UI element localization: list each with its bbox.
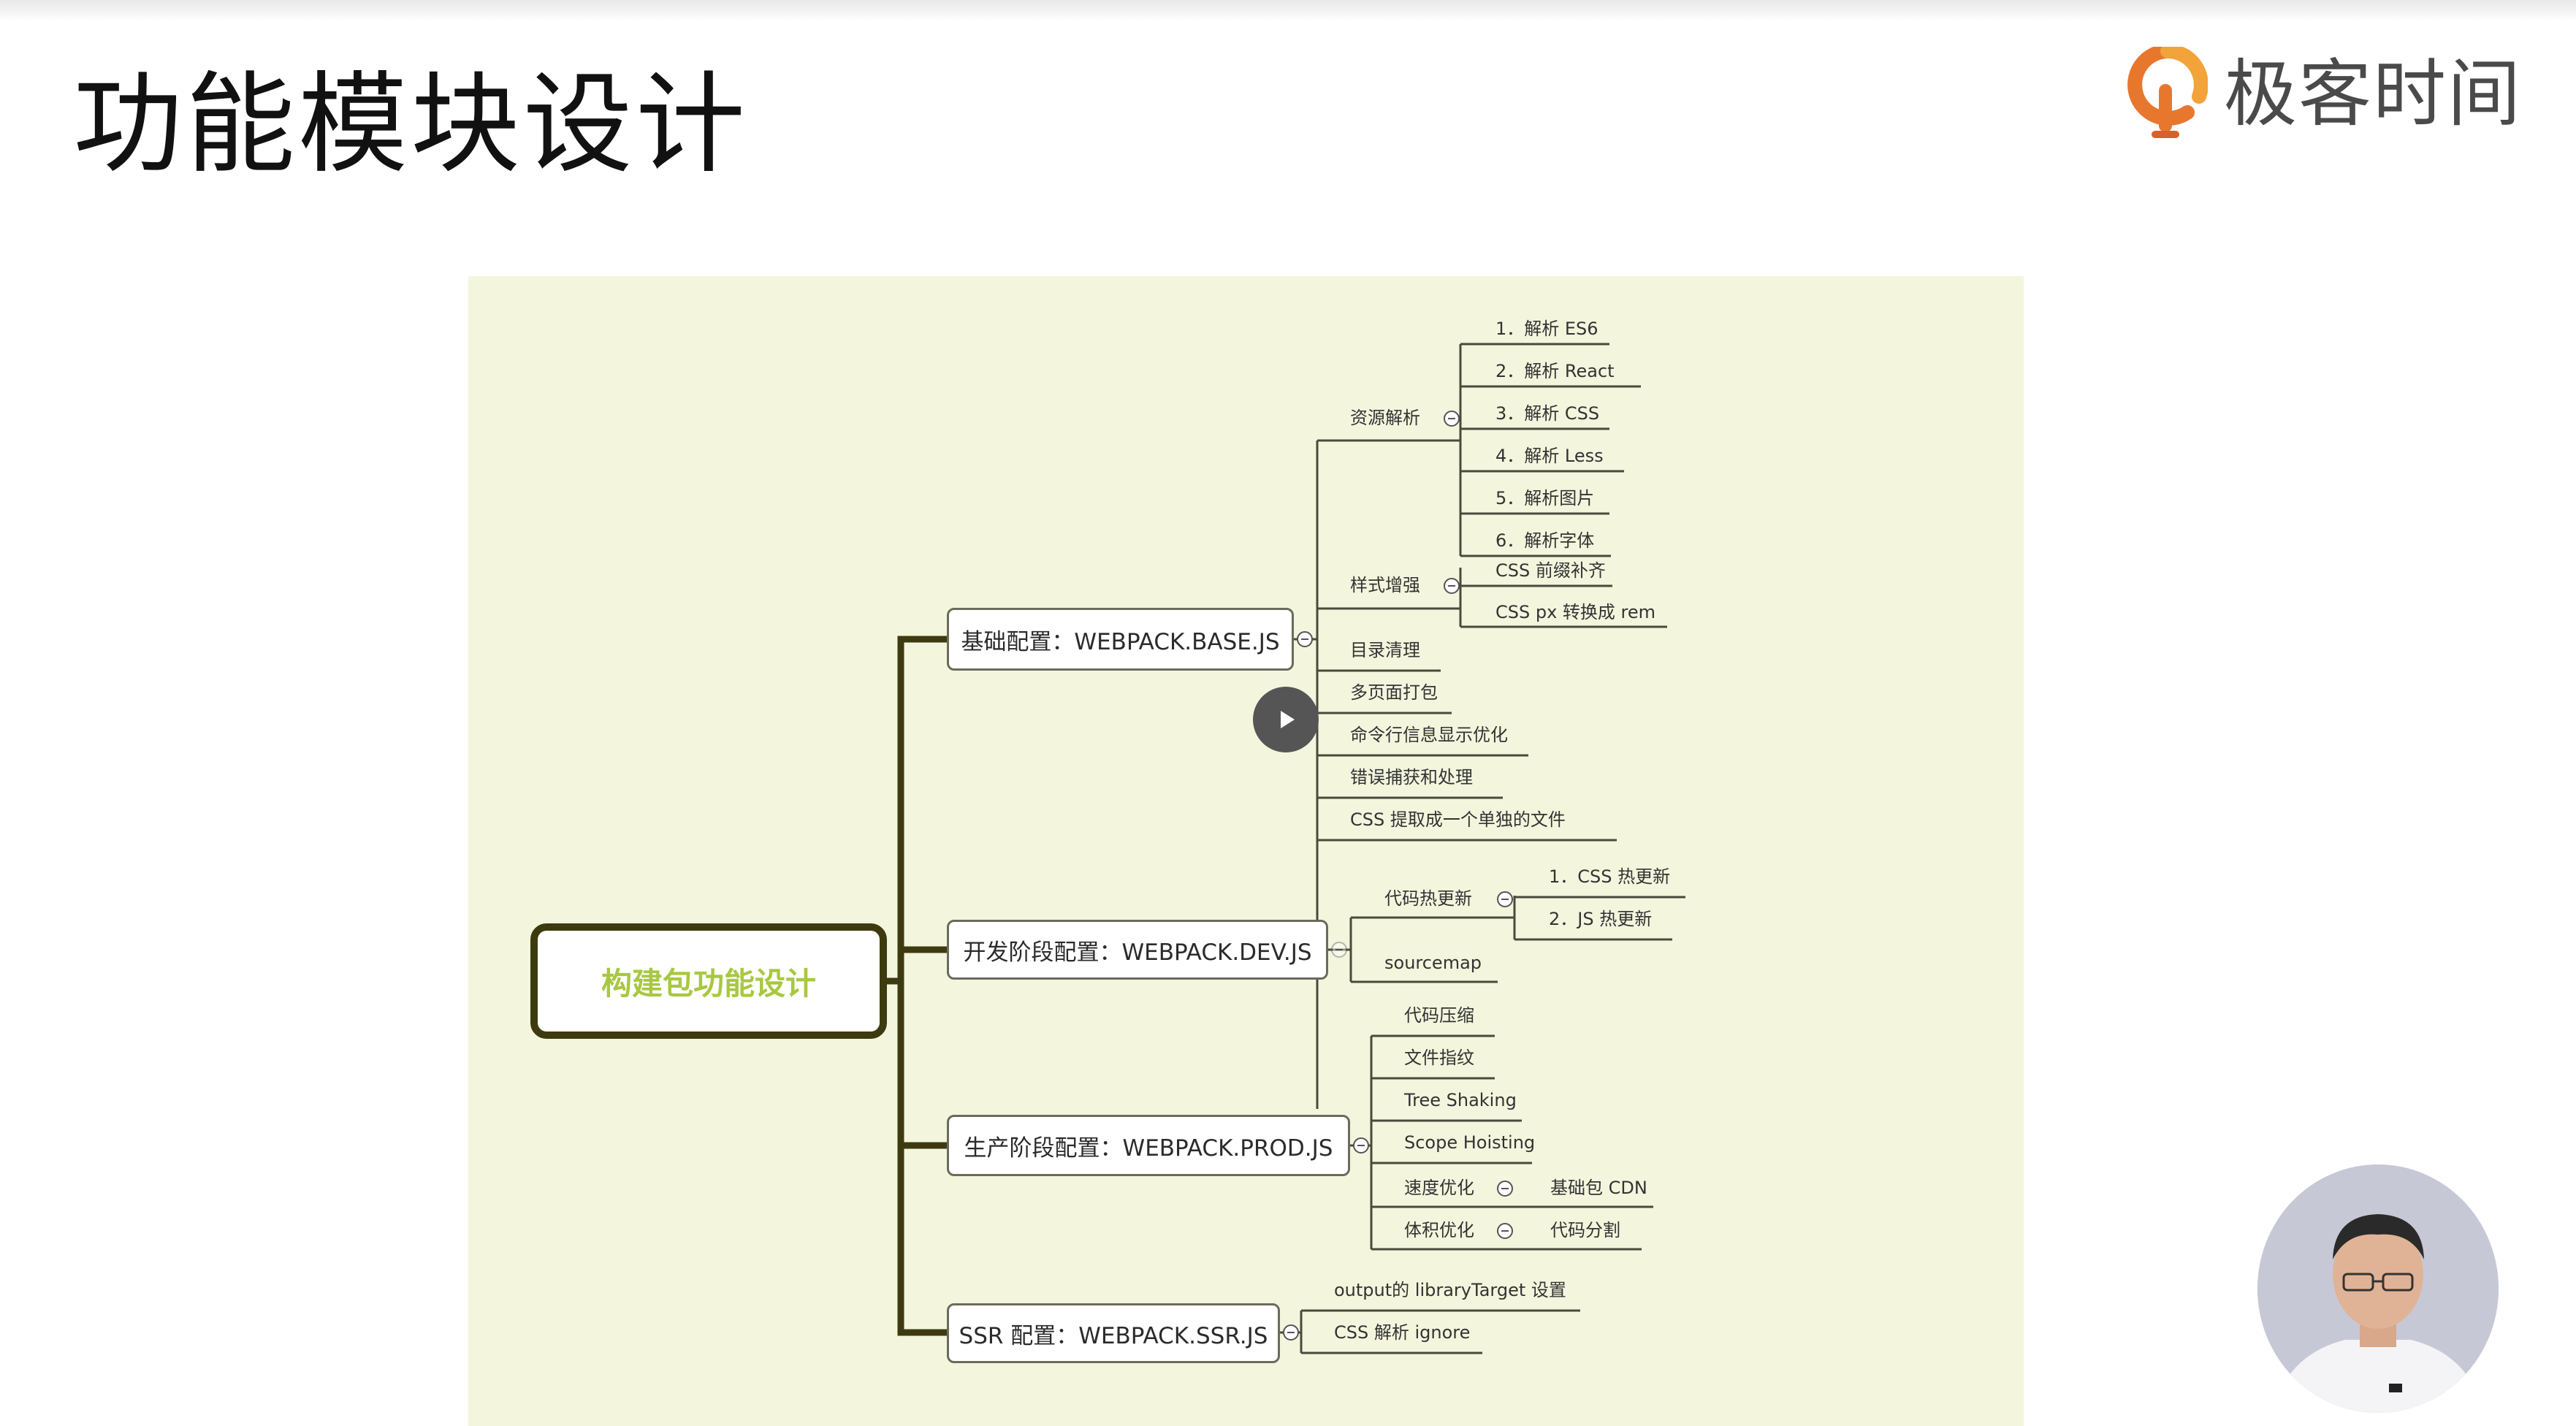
connector-lines [887, 343, 1685, 1354]
leaf-file-hash: 文件指纹 [1404, 1048, 1474, 1068]
leaf-cli-output: 命令行信息显示优化 [1350, 725, 1508, 745]
leaf-clean-dir: 目录清理 [1350, 640, 1420, 660]
leaf-minify: 代码压缩 [1404, 1005, 1474, 1026]
node-size-optimize[interactable]: 体积优化 [1404, 1220, 1474, 1240]
geektime-logo-icon [2127, 47, 2208, 138]
play-button[interactable] [1253, 687, 1319, 752]
root-node[interactable]: 构建包功能设计 [530, 923, 887, 1039]
collapse-toggle-size[interactable] [1497, 1223, 1513, 1239]
collapse-toggle-base[interactable] [1297, 631, 1313, 647]
collapse-toggle-resource[interactable] [1444, 411, 1460, 427]
leaf-js-hmr: 2．JS 热更新 [1549, 909, 1653, 929]
leaf-scope-hoisting: Scope Hoisting [1404, 1132, 1536, 1153]
leaf-parse-image: 5．解析图片 [1495, 488, 1595, 508]
brand-name: 极客时间 [2224, 51, 2522, 137]
top-bar [0, 0, 2576, 22]
leaf-extract-css: CSS 提取成一个单独的文件 [1350, 809, 1566, 830]
leaf-multi-page: 多页面打包 [1350, 682, 1438, 703]
leaf-sourcemap: sourcemap [1384, 953, 1482, 973]
leaf-css-ignore: CSS 解析 ignore [1334, 1322, 1471, 1343]
node-base-config[interactable]: 基础配置：WEBPACK.BASE.JS [947, 608, 1294, 671]
node-hot-reload[interactable]: 代码热更新 [1384, 888, 1472, 909]
collapse-toggle-ssr[interactable] [1283, 1324, 1299, 1341]
leaf-tree-shaking: Tree Shaking [1404, 1090, 1517, 1110]
presenter-avatar [2257, 1164, 2499, 1413]
page-title: 功能模块设计 [73, 61, 749, 188]
collapse-toggle-prod[interactable] [1353, 1137, 1369, 1154]
leaf-base-cdn: 基础包 CDN [1550, 1178, 1647, 1198]
collapse-toggle-dev[interactable] [1331, 942, 1347, 958]
leaf-css-prefix: CSS 前缀补齐 [1495, 560, 1606, 581]
leaf-parse-css: 3．解析 CSS [1495, 403, 1600, 424]
node-speed-optimize[interactable]: 速度优化 [1404, 1178, 1474, 1198]
brand-logo: 极客时间 [2127, 47, 2522, 142]
mindmap: 构建包功能设计 基础配置：WEBPACK.BASE.JS 开发阶段配置：WEBP… [468, 276, 2024, 1426]
node-prod-config[interactable]: 生产阶段配置：WEBPACK.PROD.JS [947, 1115, 1350, 1176]
leaf-error-handling: 错误捕获和处理 [1350, 767, 1473, 788]
collapse-toggle-speed[interactable] [1497, 1181, 1513, 1197]
node-ssr-config[interactable]: SSR 配置：WEBPACK.SSR.JS [947, 1303, 1280, 1363]
leaf-code-split: 代码分割 [1550, 1220, 1620, 1240]
collapse-toggle-hmr[interactable] [1497, 891, 1513, 907]
leaf-parse-less: 4．解析 Less [1495, 446, 1604, 466]
leaf-parse-font: 6．解析字体 [1495, 530, 1595, 551]
presenter-webcam [2257, 1164, 2499, 1413]
leaf-parse-es6: 1．解析 ES6 [1495, 319, 1598, 339]
leaf-px-to-rem: CSS px 转换成 rem [1495, 602, 1656, 622]
collapse-toggle-style[interactable] [1444, 578, 1460, 594]
leaf-library-target: output的 libraryTarget 设置 [1334, 1280, 1566, 1300]
leaf-css-hmr: 1．CSS 热更新 [1549, 866, 1671, 887]
leaf-parse-react: 2．解析 React [1495, 361, 1615, 381]
node-dev-config[interactable]: 开发阶段配置：WEBPACK.DEV.JS [947, 920, 1328, 980]
play-icon [1281, 711, 1295, 728]
node-resource-parsing[interactable]: 资源解析 [1350, 408, 1420, 428]
node-style-enhance[interactable]: 样式增强 [1350, 575, 1420, 595]
